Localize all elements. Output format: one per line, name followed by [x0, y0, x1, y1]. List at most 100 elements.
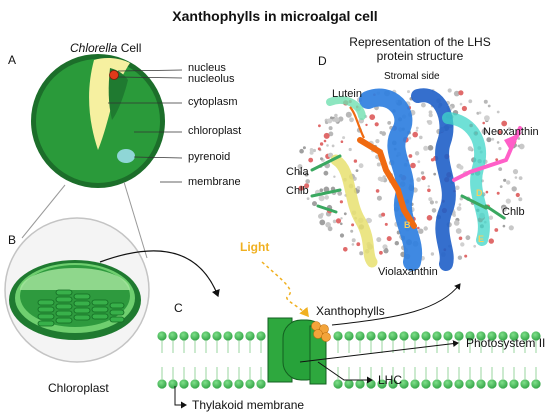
- cell-title-italic: Chlorella: [70, 41, 118, 55]
- label-pyrenoid: pyrenoid: [188, 151, 231, 163]
- zoom-line-left: [21, 184, 66, 239]
- membrane-lipid-bead: [421, 331, 431, 341]
- pyrenoid-shape: [117, 149, 135, 163]
- pigment-atom: [458, 90, 464, 96]
- pigment-atom: [423, 145, 429, 151]
- pigment-atom: [499, 185, 503, 189]
- pigment-atom: [317, 147, 321, 151]
- pigment-atom: [348, 147, 352, 152]
- chlorella-cell: [31, 54, 183, 188]
- pigment-atom: [491, 137, 495, 141]
- pigment-atom: [488, 215, 494, 220]
- pigment-atom: [338, 116, 344, 122]
- pigment-atom: [339, 200, 343, 204]
- pigment-atom: [376, 162, 381, 167]
- membrane-lipid-bead: [168, 331, 178, 341]
- pigment-atom: [356, 186, 361, 190]
- pigment-atom: [428, 197, 433, 202]
- label-chloroplast-zoom: Chloroplast: [48, 381, 109, 395]
- membrane-lipid-bead: [487, 331, 497, 341]
- pigment-atom: [323, 139, 327, 143]
- label-chla: Chla: [286, 166, 309, 178]
- svg-text:D: D: [476, 188, 483, 198]
- pigment-atom: [375, 139, 380, 144]
- panel-label-b: B: [8, 233, 17, 247]
- membrane-lipid-bead: [388, 331, 398, 341]
- pigment-atom: [473, 244, 477, 248]
- label-chlb-left: Chlb: [286, 185, 309, 197]
- pigment-atom: [433, 172, 437, 176]
- pigment-atom: [312, 201, 317, 207]
- pigment-atom: [511, 186, 517, 192]
- pigment-atom: [481, 128, 488, 135]
- protein-helices: [326, 88, 490, 271]
- pigment-atom: [340, 222, 343, 226]
- pigment-atom: [430, 252, 435, 256]
- pigment-atom: [319, 188, 324, 192]
- pigment-atom: [482, 121, 486, 125]
- pigment-atom: [340, 140, 344, 143]
- pigment-atom: [387, 121, 392, 125]
- pigment-atom: [455, 228, 462, 234]
- pigment-atom: [339, 233, 345, 238]
- pigment-atom: [518, 143, 525, 150]
- pigment-atom: [458, 203, 462, 206]
- pigment-atom: [460, 242, 465, 247]
- pigment-atom: [515, 192, 520, 198]
- membrane-lipid-bead: [344, 379, 354, 389]
- pigment-atom: [468, 99, 473, 104]
- pigment-atom: [501, 206, 507, 212]
- pigment-atom: [518, 176, 523, 181]
- membrane-lipid-bead: [487, 379, 497, 389]
- helix-letters: B D E: [404, 188, 484, 244]
- membrane-lipid-bead: [377, 379, 387, 389]
- membrane-lipid-bead: [388, 379, 398, 389]
- pigment-atom: [323, 170, 329, 176]
- membrane-lipid-bead: [454, 331, 464, 341]
- pigment-atom: [496, 141, 500, 144]
- pigment-atom: [427, 185, 430, 188]
- pigment-atom: [302, 146, 306, 150]
- pigment-atom: [421, 175, 426, 181]
- pigment-atom: [298, 185, 304, 191]
- membrane-lipid-bead: [465, 379, 475, 389]
- label-photosystem-ii: Photosystem II: [466, 336, 546, 350]
- pigment-atom: [412, 131, 419, 138]
- pigment-atom: [343, 247, 348, 252]
- pigment-atom: [328, 126, 333, 131]
- pigment-atom: [458, 236, 463, 241]
- light-arrow: [261, 261, 309, 318]
- pigment-atom: [421, 102, 426, 108]
- membrane-lipid-bead: [465, 331, 475, 341]
- pigment-atom: [427, 188, 431, 193]
- pigment-atom: [351, 238, 356, 243]
- membrane-lipid-bead: [443, 379, 453, 389]
- membrane-lipid-bead: [245, 379, 255, 389]
- membrane-lipid-bead: [432, 379, 442, 389]
- label-chloroplast: chloroplast: [188, 125, 242, 137]
- pigment-atom: [488, 238, 494, 244]
- label-membrane: membrane: [188, 176, 241, 188]
- membrane-lipid-bead: [355, 331, 365, 341]
- pigment-atom: [331, 144, 335, 148]
- pigment-atom: [358, 163, 364, 169]
- pigment-atom: [320, 157, 323, 161]
- arrow-to-protein: [331, 283, 461, 326]
- pigment-atom: [498, 147, 502, 151]
- membrane-lipid-bead: [476, 331, 486, 341]
- pigment-atom: [312, 148, 316, 153]
- pigment-atom: [359, 251, 364, 256]
- pigment-atom: [381, 131, 387, 136]
- pigment-atom: [324, 195, 330, 200]
- pigment-atom: [325, 222, 331, 228]
- pigment-atom: [426, 215, 433, 221]
- neoxanthin-arrowhead: [504, 132, 522, 150]
- membrane-lipid-bead: [377, 331, 387, 341]
- membrane-lipid-bead: [201, 379, 211, 389]
- neoxanthin-chain: [452, 126, 522, 182]
- label-thylakoid-membrane: Thylakoid membrane: [192, 398, 305, 412]
- pigment-atom: [414, 151, 420, 156]
- pigment-atom: [484, 115, 490, 121]
- cell-title: Chlorella Cell: [70, 42, 141, 54]
